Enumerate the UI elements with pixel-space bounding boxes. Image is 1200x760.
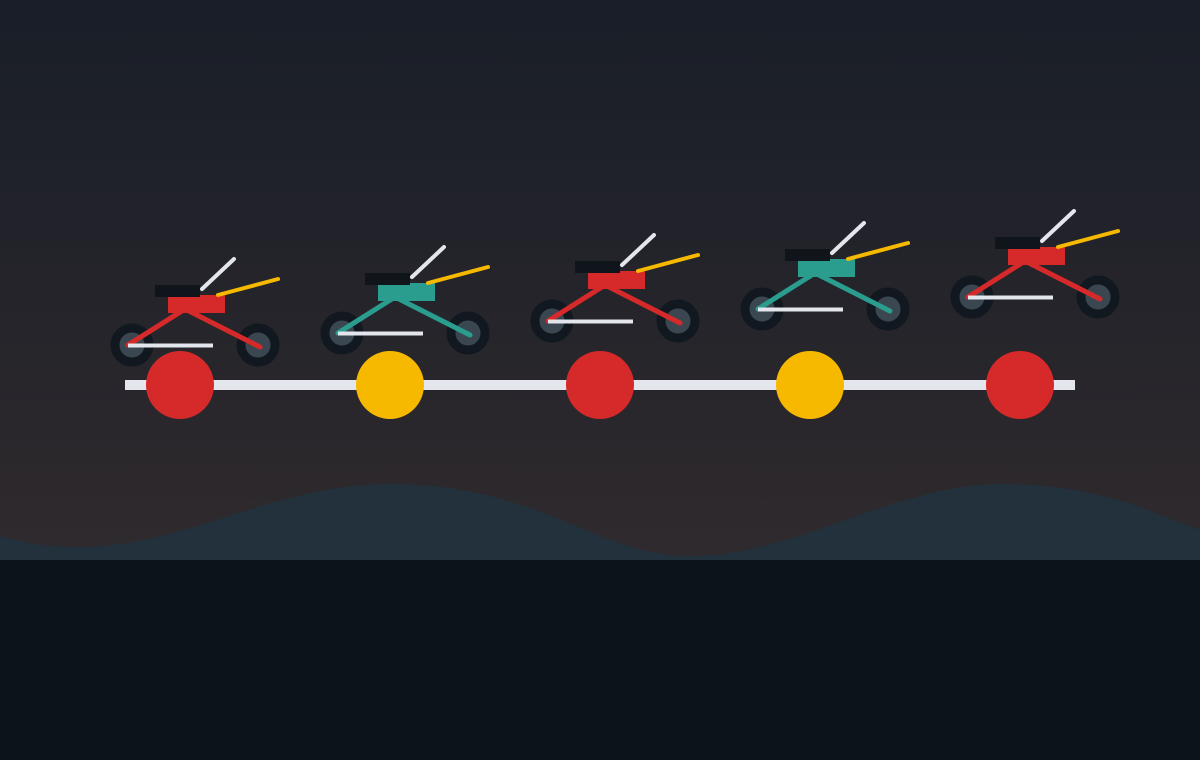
footrest: [968, 295, 1053, 300]
marker-2: [356, 351, 424, 419]
bike-3: [530, 233, 700, 343]
seat: [155, 285, 200, 297]
bike-body: [588, 271, 645, 289]
marker-1: [146, 351, 214, 419]
frame-front: [1022, 258, 1103, 302]
handlebar: [830, 221, 866, 255]
footrest: [338, 331, 423, 336]
frame-front: [812, 270, 893, 314]
handlebar: [410, 245, 446, 279]
footrest: [548, 319, 633, 324]
headlight-beam: [846, 241, 910, 261]
headlight-beam: [426, 265, 490, 285]
bike-4: [740, 221, 910, 331]
bike-2: [320, 245, 490, 355]
headlight-beam: [1056, 229, 1120, 249]
handlebar: [1040, 209, 1076, 243]
bike-body: [168, 295, 225, 313]
marker-3: [566, 351, 634, 419]
frame-rear: [545, 282, 608, 324]
markers-layer: [146, 351, 1054, 419]
frame-rear: [965, 258, 1028, 300]
handlebar: [620, 233, 656, 267]
bike-1: [110, 257, 280, 367]
bike-body: [378, 283, 435, 301]
frame-front: [602, 282, 683, 326]
footrest: [758, 307, 843, 312]
footrest: [128, 343, 213, 348]
marker-4: [776, 351, 844, 419]
distant-hills: [0, 483, 1200, 560]
headlight-beam: [636, 253, 700, 273]
ground: [0, 560, 1200, 760]
bike-5: [950, 209, 1120, 319]
bikes-layer: [110, 209, 1120, 367]
headlight-beam: [216, 277, 280, 297]
frame-front: [182, 306, 263, 350]
frame-rear: [125, 306, 188, 348]
seat: [995, 237, 1040, 249]
frame-rear: [335, 294, 398, 336]
seat: [365, 273, 410, 285]
frame-rear: [755, 270, 818, 312]
seat: [575, 261, 620, 273]
seat: [785, 249, 830, 261]
bike-body: [798, 259, 855, 277]
bike-body: [1008, 247, 1065, 265]
marker-5: [986, 351, 1054, 419]
frame-front: [392, 294, 473, 338]
handlebar: [200, 257, 236, 291]
